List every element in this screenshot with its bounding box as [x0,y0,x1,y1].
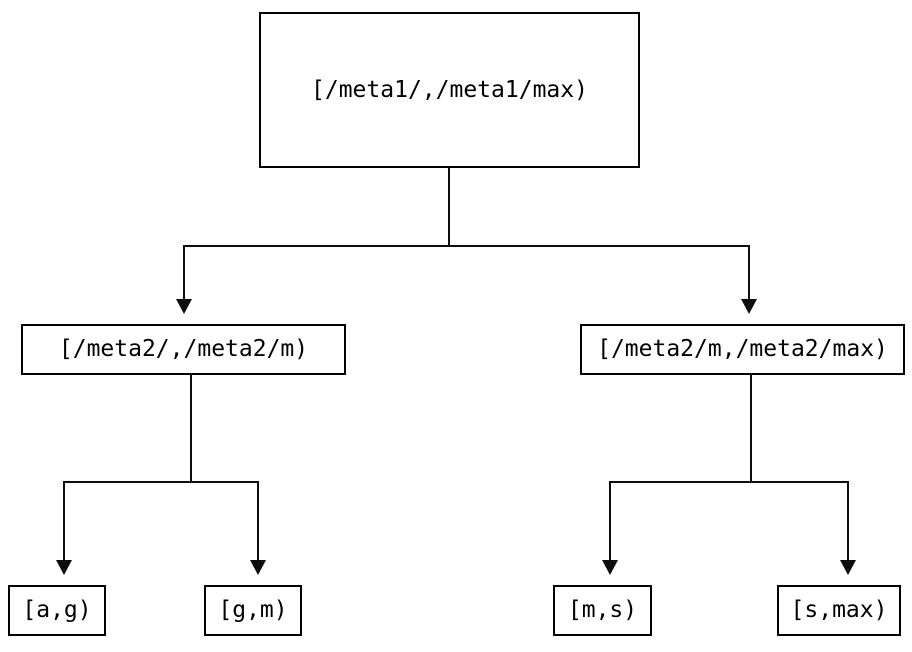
edge-mid-left-to-leaf1-drop [63,481,65,562]
edge-mid-right-stem [750,375,752,482]
arrowhead-mid-left-icon [176,299,192,314]
node-leaf-2[interactable]: [g,m) [204,585,302,636]
edge-root-stem [448,168,450,246]
node-mid-right[interactable]: [/meta2/m,/meta2/max) [580,324,905,375]
node-mid-left-label: [/meta2/,/meta2/m) [58,336,309,362]
edge-mid-right-to-leaf3-drop [609,481,611,562]
arrowhead-leaf1-icon [56,560,72,575]
edge-mid-left-bus [63,481,259,483]
node-leaf-3-label: [m,s) [567,597,638,623]
edge-mid-right-bus [609,481,849,483]
node-mid-right-label: [/meta2/m,/meta2/max) [597,336,888,362]
edge-root-to-mid-left-drop [183,245,185,301]
arrowhead-leaf2-icon [250,560,266,575]
arrowhead-mid-right-icon [741,299,757,314]
edge-mid-right-to-leaf4-drop [847,481,849,562]
edge-mid-left-stem [190,375,192,482]
node-leaf-2-label: [g,m) [218,597,288,623]
arrowhead-leaf3-icon [602,560,618,575]
node-leaf-4-label: [s,max) [790,597,888,623]
node-leaf-1[interactable]: [a,g) [8,585,106,636]
node-root[interactable]: [/meta1/,/meta1/max) [259,12,640,168]
edge-root-to-mid-right-drop [748,245,750,301]
node-root-label: [/meta1/,/meta1/max) [311,76,588,103]
edge-mid-left-to-leaf2-drop [257,481,259,562]
edge-root-bus [183,245,750,247]
arrowhead-leaf4-icon [840,560,856,575]
node-leaf-1-label: [a,g) [22,597,92,623]
node-leaf-3[interactable]: [m,s) [553,585,652,636]
node-leaf-4[interactable]: [s,max) [777,585,901,636]
node-mid-left[interactable]: [/meta2/,/meta2/m) [21,324,346,375]
